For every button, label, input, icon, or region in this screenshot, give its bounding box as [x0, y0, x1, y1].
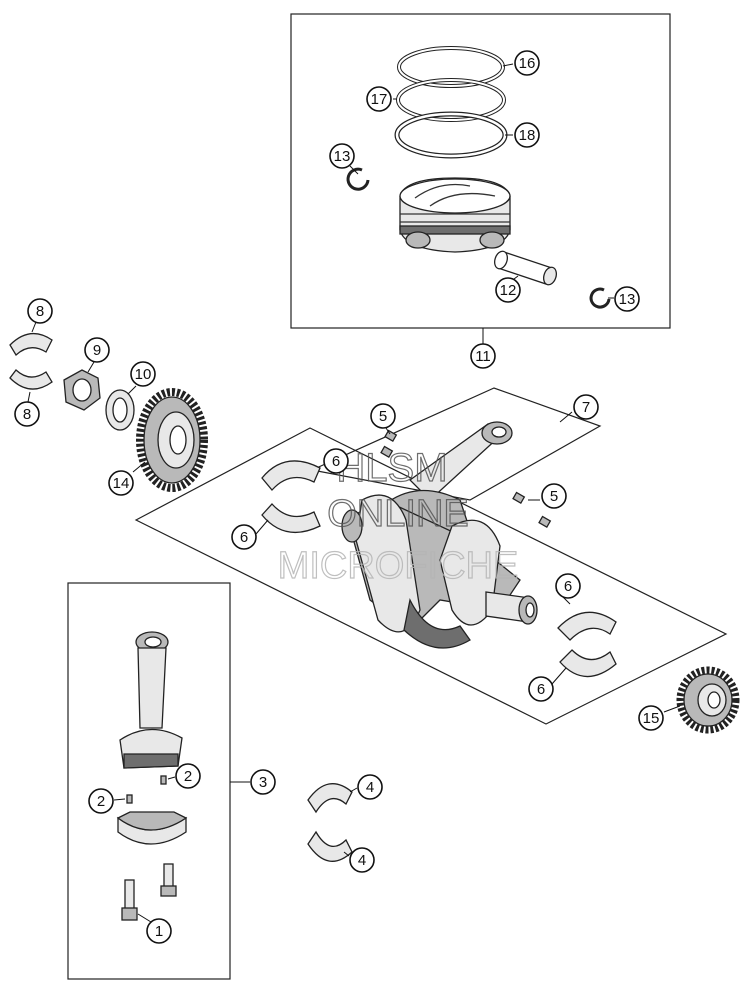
- main-bearing-6-lower: [261, 503, 321, 533]
- piston-kit-group: [290, 13, 671, 344]
- callout-c6d: 6: [528, 676, 554, 702]
- callout-label: 16: [519, 55, 536, 72]
- piston: [399, 177, 511, 253]
- watermark-line-1: HLSM: [336, 446, 447, 490]
- callout-label: 2: [184, 768, 192, 785]
- callout-c6a: 6: [323, 448, 349, 474]
- callout-label: 15: [643, 710, 660, 727]
- callout-c10: 10: [130, 361, 156, 387]
- dowel-5-middle: [380, 445, 394, 458]
- callout-c8b: 8: [14, 401, 40, 427]
- callout-c6b: 6: [231, 524, 257, 550]
- callout-c12: 12: [495, 277, 521, 303]
- watermark-line-3: MICROFICHE: [278, 545, 519, 587]
- conrod-bearing-4-upper: [307, 783, 353, 814]
- dowel-5-top: [384, 429, 398, 442]
- callout-label: 4: [366, 779, 374, 796]
- callout-label: 8: [36, 303, 44, 320]
- callout-label: 8: [23, 406, 31, 423]
- callout-label: 10: [135, 366, 152, 383]
- callout-c7: 7: [573, 394, 599, 420]
- callout-label: 6: [564, 578, 572, 595]
- callout-label: 5: [379, 408, 387, 425]
- piston-ring-17: [396, 78, 506, 122]
- con-rod-kit-frame: [67, 582, 231, 980]
- callout-c4a: 4: [357, 774, 383, 800]
- callout-c13a: 13: [329, 143, 355, 169]
- piston-ring-16: [397, 46, 505, 88]
- callout-c6c: 6: [555, 573, 581, 599]
- callout-label: 13: [619, 291, 636, 308]
- callout-label: 14: [113, 475, 130, 492]
- callout-label: 7: [582, 399, 590, 416]
- callout-c17: 17: [366, 86, 392, 112]
- crankshaft-frame: [134, 427, 728, 725]
- dowel-5-right-b: [538, 515, 552, 528]
- callout-c13b: 13: [614, 286, 640, 312]
- callout-c9: 9: [84, 337, 110, 363]
- callout-c11: 11: [470, 343, 496, 369]
- watermark-line-2: ONLINE: [327, 493, 468, 535]
- con-rod-bolt-right: [160, 863, 177, 897]
- callout-label: 12: [500, 282, 517, 299]
- bearing-shell-8-bottom: [9, 369, 53, 390]
- crankshaft: [341, 494, 538, 649]
- callout-label: 2: [97, 793, 105, 810]
- callout-c3: 3: [250, 769, 276, 795]
- callout-layer: 16 17 18 13 12 13 11 8 9 10 8 7 5 5 14 6 6 6 6 15 3 2 2 4 4 1: [14, 50, 664, 944]
- callout-label: 6: [332, 453, 340, 470]
- main-bearing-6-right-upper: [557, 611, 617, 641]
- callout-c2b: 2: [88, 788, 114, 814]
- piston-pin-12: [494, 250, 557, 286]
- dowel-5-right-a: [512, 491, 526, 504]
- crankshaft-group: [134, 387, 740, 734]
- callout-c14: 14: [108, 470, 134, 496]
- con-rod-bolt-left: [121, 879, 138, 921]
- circlip-13-left: [346, 167, 370, 191]
- callout-label: 9: [93, 342, 101, 359]
- nut-9: [63, 369, 101, 411]
- gear-15: [676, 666, 740, 734]
- connecting-rod: [119, 631, 183, 769]
- callout-c2a: 2: [175, 763, 201, 789]
- main-bearing-6-right-lower: [559, 649, 617, 678]
- washer-10: [105, 389, 135, 431]
- callout-label: 6: [537, 681, 545, 698]
- conrod-bearing-4-lower: [307, 830, 353, 862]
- callout-c1: 1: [146, 918, 172, 944]
- callout-c15: 15: [638, 705, 664, 731]
- dowel-2-lower: [126, 794, 133, 804]
- callout-label: 3: [259, 774, 267, 791]
- callout-label: 17: [371, 91, 388, 108]
- main-bearing-6-upper: [261, 460, 321, 491]
- bearing-shell-8-top: [9, 333, 53, 357]
- callout-label: 4: [358, 852, 366, 869]
- callout-c8a: 8: [27, 298, 53, 324]
- con-rod-cap: [116, 811, 188, 845]
- watermark: HLSM ONLINE MICROFICHE: [277, 445, 519, 587]
- dowel-2-upper: [160, 775, 167, 785]
- callout-label: 13: [334, 148, 351, 165]
- callout-c4b: 4: [349, 847, 375, 873]
- callout-label: 5: [550, 488, 558, 505]
- con-rod-kit-group: [67, 582, 250, 980]
- connecting-rod-subframe: [310, 387, 602, 501]
- callout-c18: 18: [514, 122, 540, 148]
- callout-label: 1: [155, 923, 163, 940]
- piston-kit-frame: [290, 13, 671, 329]
- gear-14: [136, 388, 208, 492]
- callout-c5b: 5: [541, 483, 567, 509]
- callout-c16: 16: [514, 50, 540, 76]
- callout-label: 11: [475, 348, 491, 365]
- callout-c5a: 5: [370, 403, 396, 429]
- callout-label: 6: [240, 529, 248, 546]
- circlip-13-right: [589, 287, 611, 309]
- callout-label: 18: [519, 127, 536, 144]
